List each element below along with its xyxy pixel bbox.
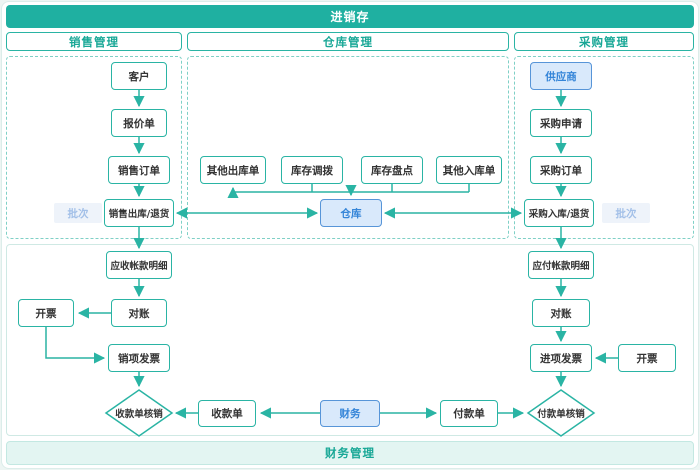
node-invoice-right: 开票 [618, 344, 676, 372]
node-purchase-order: 采购订单 [530, 156, 592, 184]
node-output-invoice: 销项发票 [108, 344, 170, 372]
node-supplier: 供应商 [530, 62, 592, 90]
node-stock-count: 库存盘点 [361, 156, 423, 184]
node-sales-order: 销售订单 [108, 156, 170, 184]
lane-region-purchase [514, 56, 694, 239]
batch-tag-right: 批次 [602, 203, 650, 223]
lane-region-sales [6, 56, 182, 239]
node-payment: 付款单 [440, 400, 498, 427]
node-warehouse-hub: 仓库 [320, 199, 382, 227]
node-ap-detail: 应付帐款明细 [528, 251, 594, 279]
lane-header-purchase: 采购管理 [514, 32, 694, 51]
node-receipt: 收款单 [198, 400, 256, 427]
node-invoice-left: 开票 [18, 299, 74, 327]
node-stock-transfer: 库存调拨 [281, 156, 343, 184]
node-purchase-inbound: 采购入库/退货 [524, 199, 594, 227]
lane-header-finance: 财务管理 [6, 441, 694, 465]
node-receipt-verify-label: 收款单核销 [115, 409, 163, 420]
node-other-inbound: 其他入库单 [436, 156, 502, 184]
lane-header-warehouse: 仓库管理 [187, 32, 509, 51]
lane-region-warehouse [187, 56, 509, 239]
node-payment-verify-label: 付款单核销 [537, 409, 585, 420]
node-sales-outbound: 销售出库/退货 [104, 199, 174, 227]
node-quotation: 报价单 [111, 109, 167, 137]
batch-tag-left: 批次 [54, 203, 102, 223]
node-finance-hub: 财务 [320, 400, 380, 427]
lane-header-sales: 销售管理 [6, 32, 182, 51]
node-reconcile-right: 对账 [532, 299, 590, 327]
node-reconcile-left: 对账 [111, 299, 167, 327]
lane-header-main: 进销存 [6, 5, 694, 28]
node-customer: 客户 [111, 62, 167, 90]
node-purchase-request: 采购申请 [530, 109, 592, 137]
node-ar-detail: 应收帐款明细 [106, 251, 172, 279]
node-input-invoice: 进项发票 [530, 344, 592, 372]
node-other-outbound: 其他出库单 [200, 156, 266, 184]
